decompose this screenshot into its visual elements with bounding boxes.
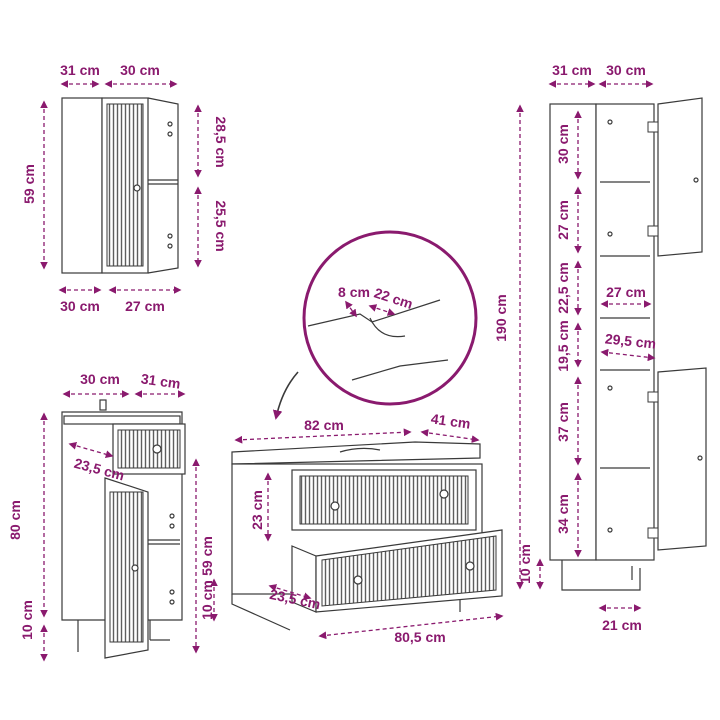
side-plinth-label: 10 cm — [199, 580, 215, 620]
wall-upper-shelf-label: 28,5 cm — [213, 116, 229, 167]
wall-lower-shelf-label: 25,5 cm — [213, 200, 229, 251]
vanity-drawer-height-label: 23 cm — [249, 490, 265, 530]
tall-width-left-label: 31 cm — [552, 62, 592, 78]
wall-bottom-depth-label: 30 cm — [60, 298, 100, 314]
wall-height-label: 59 cm — [21, 164, 37, 204]
side-door-height-label: 59 cm — [199, 536, 215, 576]
side-depth-label: 31 cm — [140, 370, 182, 391]
tall-shelf-5-label: 37 cm — [555, 402, 571, 442]
tall-open-depth-b-label: 29,5 cm — [604, 330, 657, 351]
tall-shelf-3-label: 22,5 cm — [555, 262, 571, 313]
dimension-labels: 31 cm 30 cm 59 cm 28,5 cm 25,5 cm 30 cm … — [7, 62, 657, 645]
tall-shelf-2-label: 27 cm — [555, 200, 571, 240]
tall-height-label: 190 cm — [493, 294, 509, 341]
tall-shelf-4-label: 19,5 cm — [555, 320, 571, 371]
tall-leg-label: 10 cm — [517, 544, 533, 584]
tall-base-width-label: 21 cm — [602, 617, 642, 633]
wall-bottom-inner-label: 27 cm — [125, 298, 165, 314]
tall-shelf-1-label: 30 cm — [555, 124, 571, 164]
side-width-label: 30 cm — [80, 371, 120, 387]
vanity-detail-left-label: 8 cm — [338, 284, 370, 300]
wall-cabinet — [61, 97, 179, 274]
edge-detail-zoom — [272, 230, 478, 420]
side-leg-label: 10 cm — [19, 600, 35, 640]
vanity-inner-width-label: 80,5 cm — [394, 629, 445, 645]
side-cabinet — [61, 399, 186, 659]
wall-width-left-label: 31 cm — [60, 62, 100, 78]
dimension-lines — [40, 80, 656, 662]
wall-width-door-label: 30 cm — [120, 62, 160, 78]
vanity-depth-label: 41 cm — [430, 410, 472, 431]
tall-open-depth-a-label: 27 cm — [606, 284, 646, 300]
tall-shelf-6-label: 34 cm — [555, 494, 571, 534]
side-height-label: 80 cm — [7, 500, 23, 540]
tall-width-door-label: 30 cm — [606, 62, 646, 78]
vanity-width-label: 82 cm — [304, 417, 344, 433]
tall-cabinet — [549, 97, 707, 591]
